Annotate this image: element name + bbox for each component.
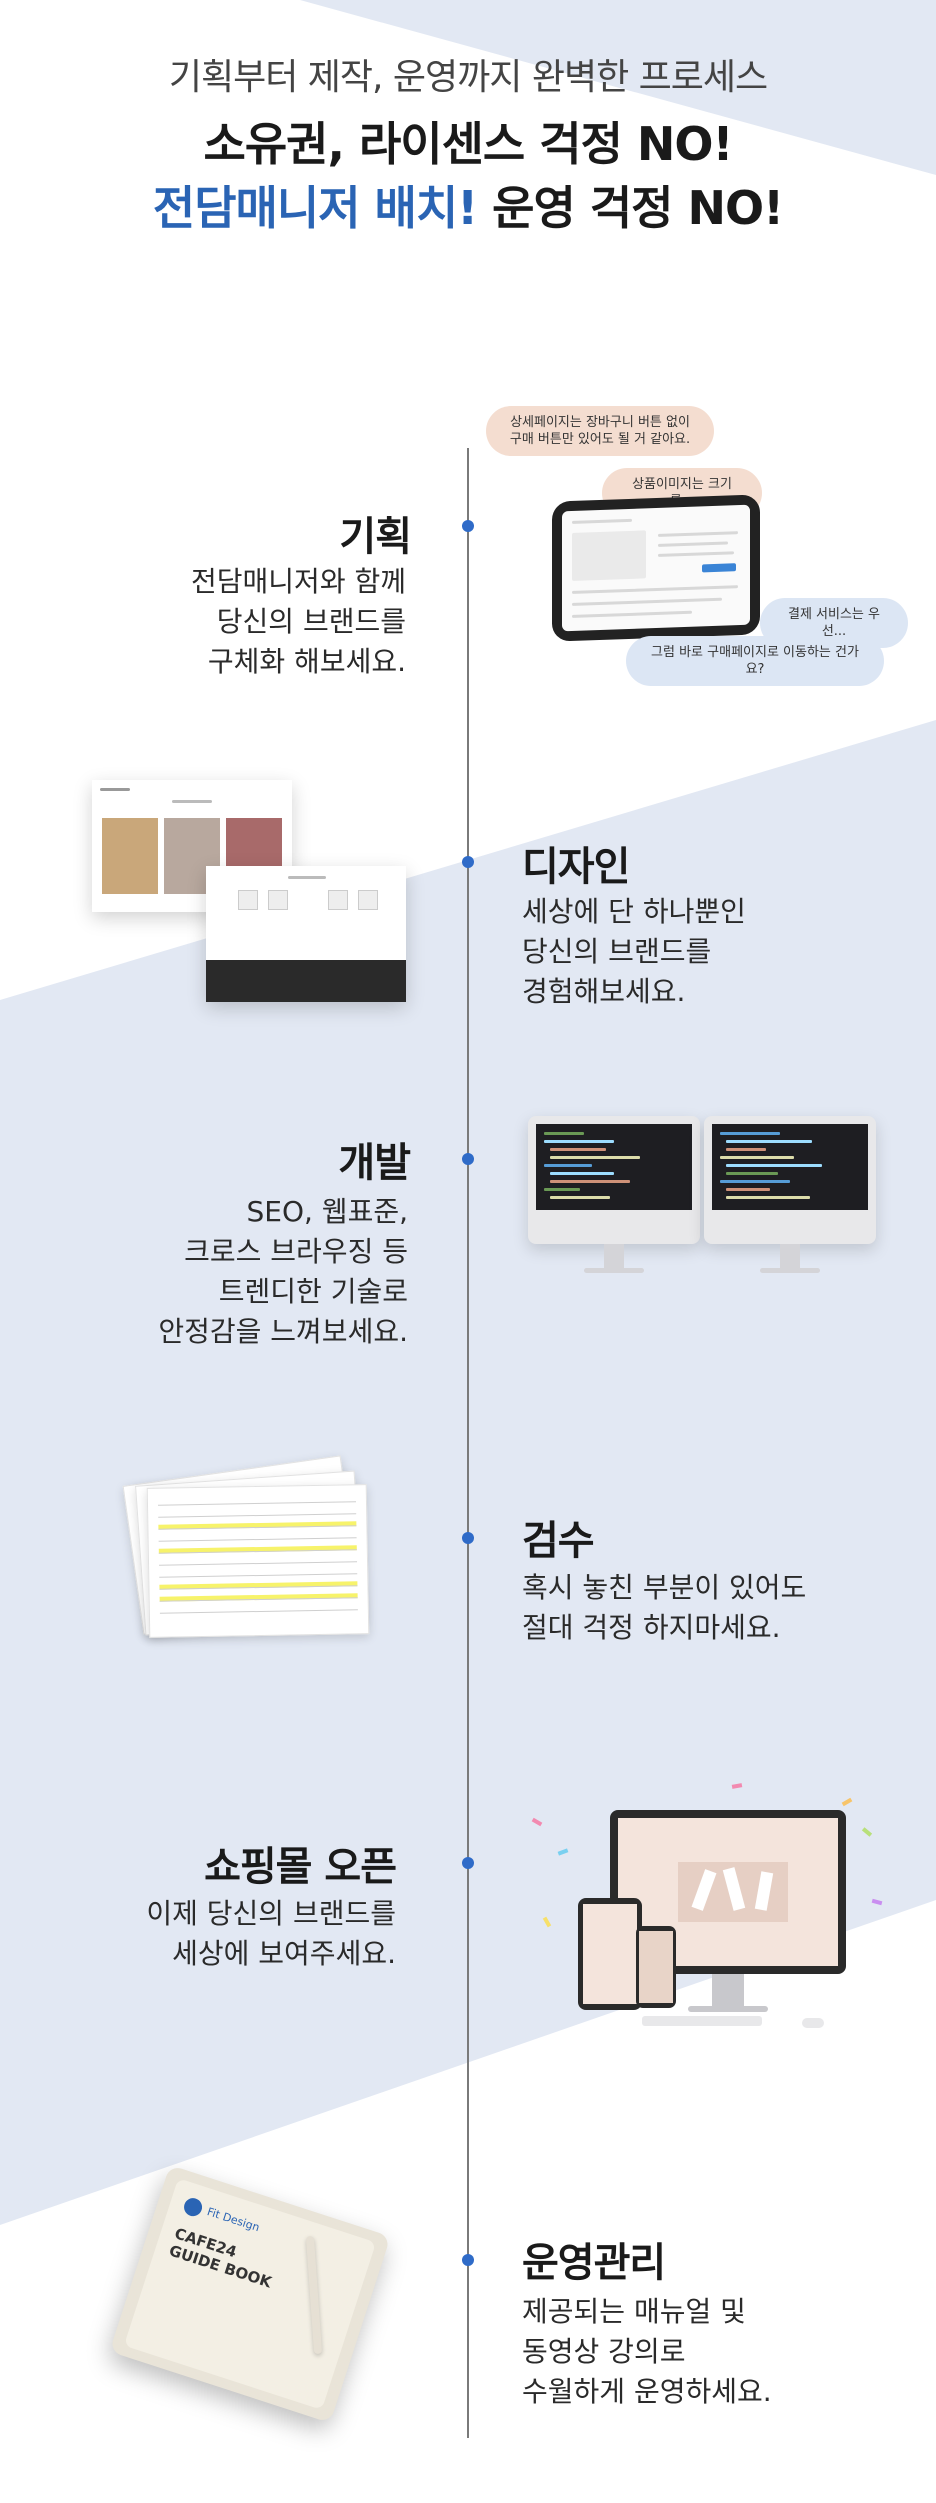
guide-book-icon: Fit Design CAFE24 GUIDE BOOK xyxy=(109,2164,391,2424)
step-development-title: 개발 xyxy=(338,1140,411,1186)
tablet-icon xyxy=(578,1898,642,2010)
launch-devices-illustration xyxy=(512,1780,892,2050)
step-operation-title: 운영관리 xyxy=(522,2240,666,2286)
brand-logo-icon xyxy=(181,2195,205,2219)
timeline-dot-icon xyxy=(462,2254,474,2266)
step-development-desc: SEO, 웹표준, 크로스 브라우징 등 트렌디한 기술로 안정감을 느껴보세요… xyxy=(158,1195,408,1348)
step-review-title: 검수 xyxy=(522,1518,595,1564)
step-operation-desc: 제공되는 매뉴얼 및 동영상 강의로 수월하게 운영하세요. xyxy=(522,2295,772,2408)
headline-manager-highlight: 전담매니저 배치! xyxy=(152,181,478,235)
page-subtitle: 기획부터 제작, 운영까지 완벽한 프로세스 xyxy=(168,57,768,98)
step-planning-title: 기획 xyxy=(339,514,412,560)
step-launch-title: 쇼핑몰 오픈 xyxy=(204,1844,397,1890)
phone-icon xyxy=(636,1926,676,2008)
monitor-stand xyxy=(780,1244,800,1270)
timeline-dot-icon xyxy=(462,1857,474,1869)
step-design-title: 디자인 xyxy=(522,844,630,890)
timeline-dot-icon xyxy=(462,1532,474,1544)
tablet-mockup-icon xyxy=(552,494,760,642)
monitor-stand xyxy=(604,1244,624,1270)
monitor-base xyxy=(760,1268,820,1273)
timeline-dot-icon xyxy=(462,1153,474,1165)
keyboard-icon xyxy=(642,2016,762,2026)
monitor-icon xyxy=(528,1116,700,1244)
mouse-icon xyxy=(802,2018,824,2028)
timeline-dot-icon xyxy=(462,520,474,532)
chat-bubble-detail-page: 상세페이지는 장바구니 버튼 없이 구매 버튼만 있어도 될 거 같아요. xyxy=(486,406,714,456)
step-planning-desc: 전담매니저와 함께 당신의 브랜드를 구체화 해보세요. xyxy=(191,565,406,678)
timeline-line xyxy=(467,448,469,2438)
headline-ownership: 소유권, 라이센스 걱정 NO! xyxy=(203,117,734,171)
headline-manager: 전담매니저 배치! 운영 걱정 NO! xyxy=(0,172,936,238)
timeline-dot-icon xyxy=(462,856,474,868)
review-checklist-sheet xyxy=(146,1484,370,1638)
step-review-desc: 혹시 놓친 부분이 있어도 절대 걱정 하지마세요. xyxy=(522,1571,807,1644)
monitor-base xyxy=(584,1268,644,1273)
step-design-desc: 세상에 단 하나뿐인 당신의 브랜드를 경험해보세요. xyxy=(522,895,746,1008)
book-brand: Fit Design xyxy=(205,2205,262,2235)
design-mockup-detail xyxy=(206,866,406,1002)
chat-bubble-purchase-page: 그럼 바로 구매페이지로 이동하는 건가요? xyxy=(626,636,884,686)
monitor-icon xyxy=(704,1116,876,1244)
step-launch-desc: 이제 당신의 브랜드를 세상에 보여주세요. xyxy=(146,1897,396,1970)
headline-manager-rest: 운영 걱정 NO! xyxy=(477,181,784,235)
